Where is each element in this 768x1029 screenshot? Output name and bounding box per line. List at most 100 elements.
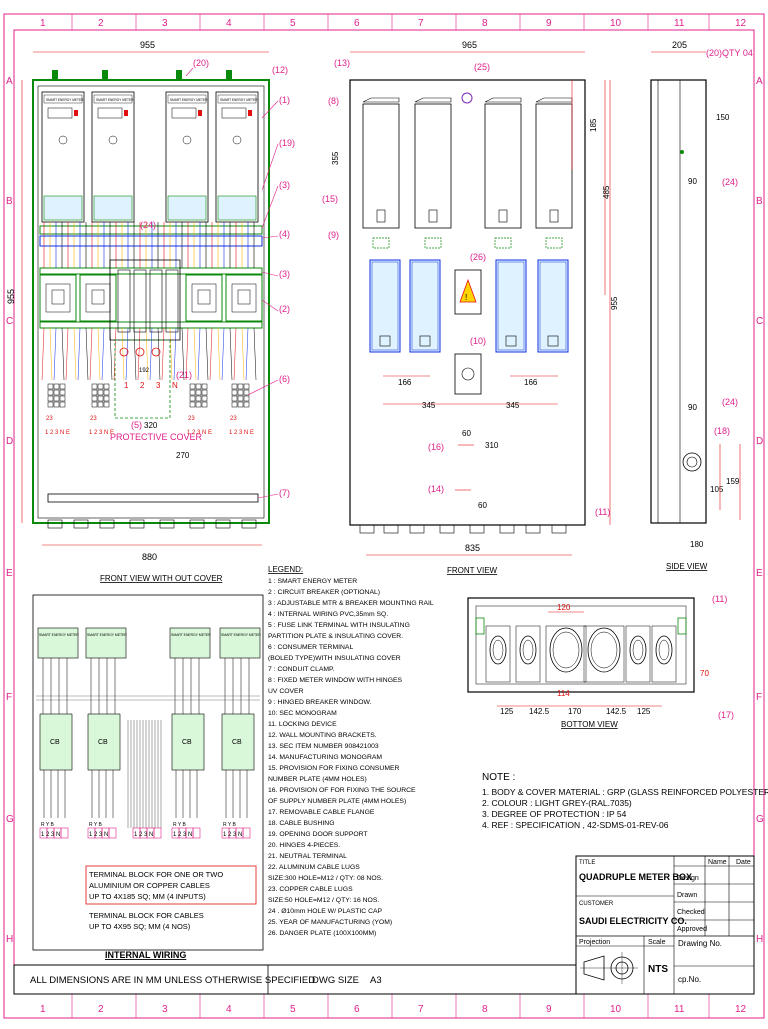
inner-frame [13,29,755,995]
legend-item: 23. COPPER CABLE LUGS [268,886,353,893]
internal-wiring-frame [32,594,264,951]
callout-19: (19) [279,138,295,148]
front-dim-965: 965 [462,40,477,50]
iw-note1-line2: ALUMINIUM OR COPPER CABLES [89,881,210,890]
bottom-dim-70: 70 [700,669,709,678]
callout-9: (9) [328,230,339,240]
meter-window [484,97,522,249]
front-view: 965 ! 185 485 955 355 166 166 345 345 60… [322,40,619,575]
legend-item: 5 : FUSE LINK TERMINAL WITH INSULATING [268,622,410,629]
grid-row-right-F: F [756,692,762,703]
phase-2: 2 [140,381,145,390]
side-callout-24a: (24) [722,177,738,187]
tb-customer: SAUDI ELECTRICITY CO. [579,916,687,926]
grid-row-left-H: H [6,934,13,945]
bottom-dim: 125 [500,707,514,716]
callout-13: (13) [334,58,350,68]
legend-item: 24 . Ø10mm HOLE W/ PLASTIC CAP [268,908,383,915]
bottom-dim: 125 [637,707,651,716]
front-dim-485: 485 [602,185,611,199]
consumer-terminal: 231 2 3 N E [229,383,254,436]
fuse-link [133,269,147,333]
legend-item: NUMBER PLATE (4MM HOLES) [268,776,367,783]
legend-item: 16. PROVISION OF FOR FIXING THE SOURCE [268,787,416,794]
grid-row-right-H: H [756,934,763,945]
conduit-clamp-rail [47,493,259,503]
terminal-label: 1 2 3 N E [187,430,212,436]
legend-item: SIZE:300 HOLE=M12 / QTY: 08 NOS. [268,875,383,882]
iw-note2-line2: UP TO 4X95 SQ; MM (4 NOS) [89,922,191,931]
meter-label: SMART ENERGY METER [96,98,134,102]
callout-2: (2) [279,304,290,314]
bottom-body [467,597,695,693]
fuse-terminal [119,347,129,357]
callout-1: (1) [279,95,290,105]
note-item: 3. DEGREE OF PROTECTION : IP 54 [482,809,627,819]
callout-20: (20) [193,58,209,68]
legend-item: 20. HINGES 4-PIECES. [268,842,340,849]
danger-icon [459,278,477,303]
mounting-rail-mid [39,267,263,275]
fuse-terminal [135,347,145,357]
legend-item: (BOLED TYPE)WITH INSULATING COVER [268,655,401,662]
cable-entry-hole [485,625,511,683]
front-dim-355: 355 [331,151,340,165]
grid-col-bottom-12: 12 [735,1004,747,1015]
side-dim-105: 105 [710,485,724,494]
note-item: 4. REF : SPECIFICATION , 42-SDMS-01-REV-… [482,820,669,830]
iw-phase-row: R Y B [223,822,237,828]
dim-23: 23 [230,416,237,422]
grid-row-right-A: A [756,76,763,87]
cable-gland [383,524,399,534]
svg-text:!: ! [465,293,467,302]
danger-plate [454,269,482,315]
legend-item: 18. CABLE BUSHING [268,820,334,827]
side-view: 205 (20)QTY 04 150 90 (24) 90 (24) (18) … [650,40,753,571]
cable-entry-hole [583,625,625,683]
outer-frame [3,13,765,1019]
fuse-link [165,269,179,333]
iw-cb-label: CB [50,739,60,746]
legend-item: 8 : FIXED METER WINDOW WITH HINGES [268,677,403,684]
mounting-rail-low [39,321,263,329]
legend-item: 15. PROVISION FOR FIXING CONSUMER [268,765,400,772]
callout-4: (4) [279,229,290,239]
grid-col-bottom-9: 9 [546,1004,552,1015]
grid-row-left-A: A [6,76,13,87]
grid-col-top-7: 7 [418,18,424,29]
protective-cover-outline [114,339,171,419]
consumer-terminal: 231 2 3 N E [187,383,212,436]
meter-window [414,97,452,249]
breaker-window [409,259,441,353]
year-of-manufacture-icon [461,92,473,104]
iw-meter-label: SMART ENERGY METER [171,633,211,637]
front-dim-835: 835 [465,543,480,553]
front-dim-185: 185 [589,118,598,132]
cable-gland [73,519,89,529]
iw-cb-label: CB [98,739,108,746]
dim-192: 192 [139,368,150,374]
grid-col-bottom-6: 6 [354,1004,360,1015]
enclosure-inner [37,85,265,519]
breaker-window [495,259,527,353]
cable-bushing-icon [682,452,702,472]
cable-gland [359,524,375,534]
callout-3b: (3) [279,269,290,279]
front-cover [349,79,586,526]
tb-design: Design [677,875,699,882]
cable-gland [469,524,485,534]
footer-all-dims: ALL DIMENSIONS ARE IN MM UNLESS OTHERWIS… [30,975,315,986]
meter-window [535,97,573,249]
grid-col-bottom-7: 7 [418,1004,424,1015]
view-title-side: SIDE VIEW [666,562,708,571]
legend-item: 14. MANUFACTURING MONOGRAM [268,754,382,761]
circuit-breaker [39,274,77,322]
grid-col-bottom-2: 2 [98,1004,104,1015]
cable-gland [47,519,63,529]
smart-meter: SMART ENERGY METER [41,70,85,223]
tb-approved: Approved [677,926,707,933]
